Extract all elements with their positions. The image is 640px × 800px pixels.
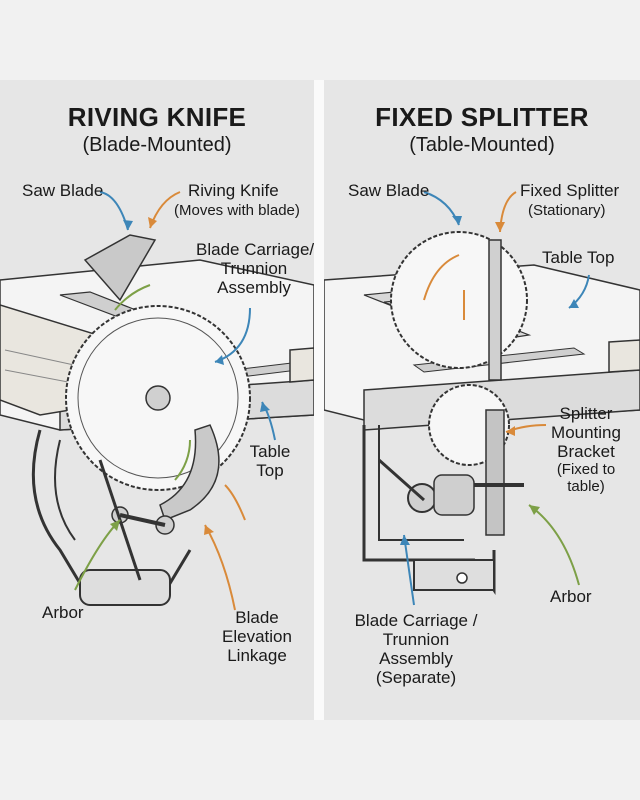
label-bracket-1: Splitter xyxy=(559,404,613,423)
left-title: RIVING KNIFE xyxy=(67,102,247,132)
label-carriage-2: Trunnion xyxy=(220,259,288,278)
base-plate xyxy=(413,559,495,591)
fixed-splitter-illustration xyxy=(324,191,640,606)
trunnion-frame xyxy=(31,429,192,602)
panel-divider xyxy=(314,80,324,720)
fixed-splitter-blade xyxy=(488,239,502,381)
label-carriage-3: Assembly xyxy=(379,649,453,668)
pointer-carriage xyxy=(403,534,415,606)
right-title: FIXED SPLITTER xyxy=(375,102,589,132)
label-riving-knife: Riving Knife xyxy=(188,181,279,200)
label-saw-blade: Saw Blade xyxy=(22,181,104,200)
rotation-arrow xyxy=(423,254,460,301)
riving-knife-panel: RIVING KNIFE (Blade-Mounted) Saw Blade R… xyxy=(0,80,314,720)
label-fixed-splitter-note: (Stationary) xyxy=(528,202,606,219)
left-subtitle: (Blade-Mounted) xyxy=(82,134,232,156)
right-subtitle: (Table-Mounted) xyxy=(409,134,555,156)
arbor-housing xyxy=(433,474,475,516)
label-carriage-2: Trunnion xyxy=(382,630,450,649)
label-bracket-3: Bracket xyxy=(557,442,615,461)
fixed-splitter-panel: FIXED SPLITTER (Table-Mounted) Saw Blade… xyxy=(324,80,640,720)
rotation-arrow-top xyxy=(114,284,151,311)
splitter-mounting-bracket xyxy=(485,409,505,536)
label-elevation-2: Elevation xyxy=(222,627,292,646)
label-table-top: Table Top xyxy=(542,248,615,267)
label-table-top-2: Top xyxy=(256,461,284,480)
label-bracket-4: (Fixed to xyxy=(556,461,616,478)
label-carriage-4: (Separate) xyxy=(375,668,457,687)
arrow-knife-motion xyxy=(224,484,246,521)
riving-knife-upper xyxy=(83,234,157,302)
label-elevation-1: Blade xyxy=(235,608,279,627)
label-arbor: Arbor xyxy=(550,587,592,606)
label-riving-knife-note: (Moves with blade) xyxy=(174,202,300,219)
pointer-arbor xyxy=(528,504,580,586)
pointer-elevation xyxy=(204,524,236,611)
label-bracket-2: Mounting xyxy=(551,423,621,442)
label-carriage-1: Blade Carriage/ xyxy=(196,240,314,259)
label-table-top-1: Table xyxy=(249,442,291,461)
wood-stock-right xyxy=(289,347,314,383)
label-elevation-3: Linkage xyxy=(227,646,287,665)
label-arbor: Arbor xyxy=(42,603,84,622)
wood-stock-right xyxy=(608,339,640,373)
blade-arbor-nut xyxy=(145,385,171,411)
label-fixed-splitter: Fixed Splitter xyxy=(520,181,620,200)
base-bracket xyxy=(79,569,171,606)
saw-blade-upper xyxy=(390,231,528,369)
label-bracket-5: table) xyxy=(567,478,605,495)
label-carriage-3: Assembly xyxy=(217,278,291,297)
riving-knife-illustration xyxy=(0,191,314,611)
rotation-arrow-bottom xyxy=(174,439,192,481)
label-saw-blade: Saw Blade xyxy=(348,181,430,200)
label-carriage-1: Blade Carriage / xyxy=(354,611,478,630)
pointer-saw-blade xyxy=(99,191,129,231)
